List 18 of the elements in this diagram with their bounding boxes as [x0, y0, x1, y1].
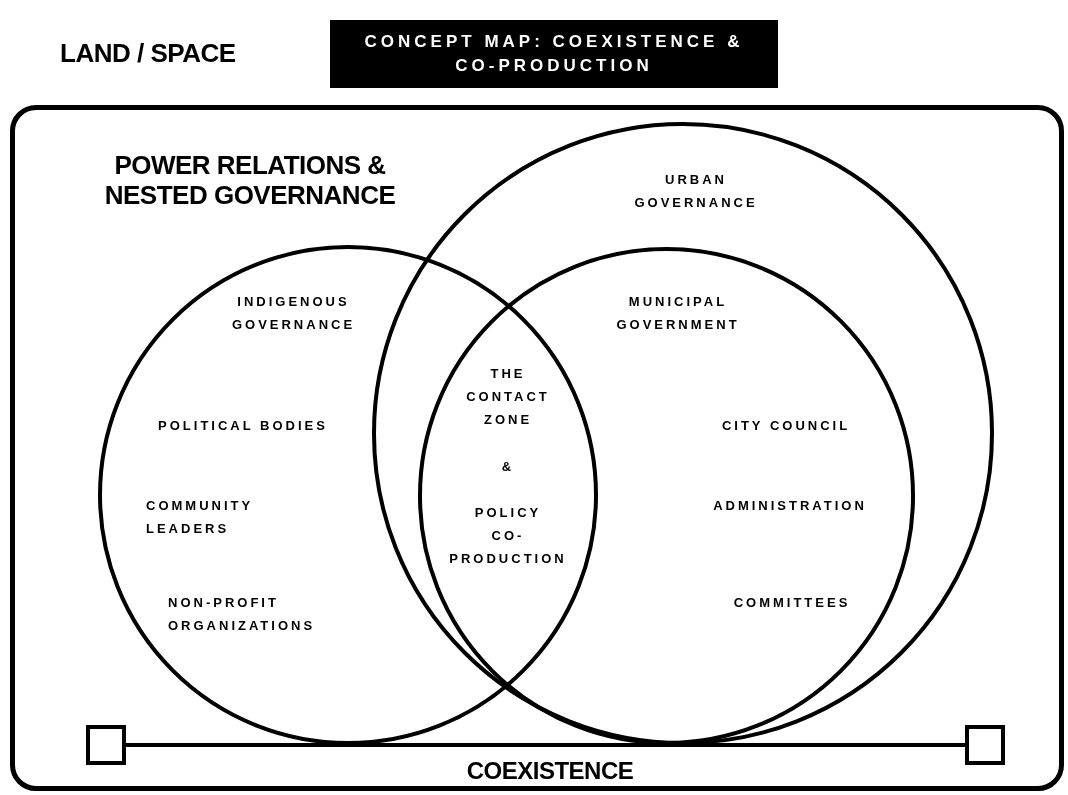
- concept-label: COMMUNITY LEADERS: [146, 497, 254, 538]
- concept-label: COMMITTEES: [732, 594, 852, 612]
- zone-label: THE CONTACT ZONE: [465, 365, 551, 429]
- title-banner: CONCEPT MAP: COEXISTENCE & CO-PRODUCTION: [330, 20, 778, 88]
- concept-label: ADMINISTRATION: [712, 497, 868, 515]
- concept-label: CITY COUNCIL: [720, 417, 852, 435]
- connector-line: [126, 743, 965, 747]
- heading-text: POWER RELATIONS & NESTED GOVERNANCE: [103, 150, 397, 210]
- concept-label: URBAN GOVERNANCE: [633, 171, 759, 212]
- zone-label: POLICY CO-PRODUCTION: [448, 504, 568, 568]
- concept-label: INDIGENOUS GOVERNANCE: [230, 293, 357, 334]
- concept-label: NON-PROFIT ORGANIZATIONS: [168, 594, 317, 635]
- end-square: [965, 725, 1005, 765]
- concept-label: POLITICAL BODIES: [157, 417, 329, 435]
- zone-label: &: [500, 458, 516, 476]
- concept-label: MUNICIPAL GOVERNMENT: [615, 293, 741, 334]
- heading-text: LAND / SPACE: [60, 38, 237, 68]
- end-square: [86, 725, 126, 765]
